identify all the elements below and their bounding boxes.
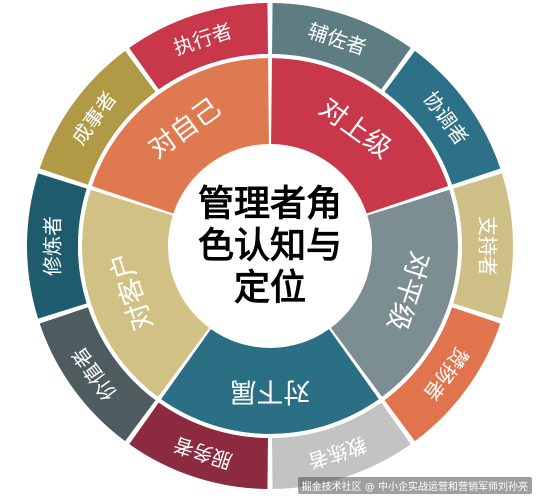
- center-circle: [168, 144, 372, 348]
- inner-segment-2: [330, 189, 458, 397]
- outer-segment-4: [453, 173, 513, 319]
- inner-segment-5: [91, 58, 269, 214]
- center-title-line-2: 色认知与: [198, 226, 342, 267]
- outer-segment-10: [39, 50, 156, 185]
- ring-divider: [78, 54, 462, 438]
- inner-segment-1: [271, 58, 449, 214]
- outer-segment-8: [39, 307, 156, 442]
- outer-segment-1: [129, 3, 268, 90]
- inner-segment-4: [81, 189, 210, 397]
- outer-segment-2: [272, 3, 411, 90]
- inner-segment-label-3: 对下属: [230, 376, 311, 407]
- center-title-line-1: 管理者角: [198, 184, 342, 225]
- outer-segment-label-9: 修炼者: [41, 216, 65, 276]
- outer-segment-6: [272, 402, 411, 489]
- outer-segment-7: [129, 402, 268, 489]
- watermark: 掘金技术社区 @ 中小企实战运营和营销军师刘孙亮: [297, 477, 532, 494]
- center-title-line-3: 定位: [234, 268, 306, 309]
- outer-segment-9: [26, 173, 87, 319]
- outer-segment-label-4: 支持者: [476, 216, 500, 276]
- inner-segment-3: [161, 329, 379, 434]
- outer-segment-3: [384, 50, 501, 185]
- outer-segment-5: [384, 307, 501, 442]
